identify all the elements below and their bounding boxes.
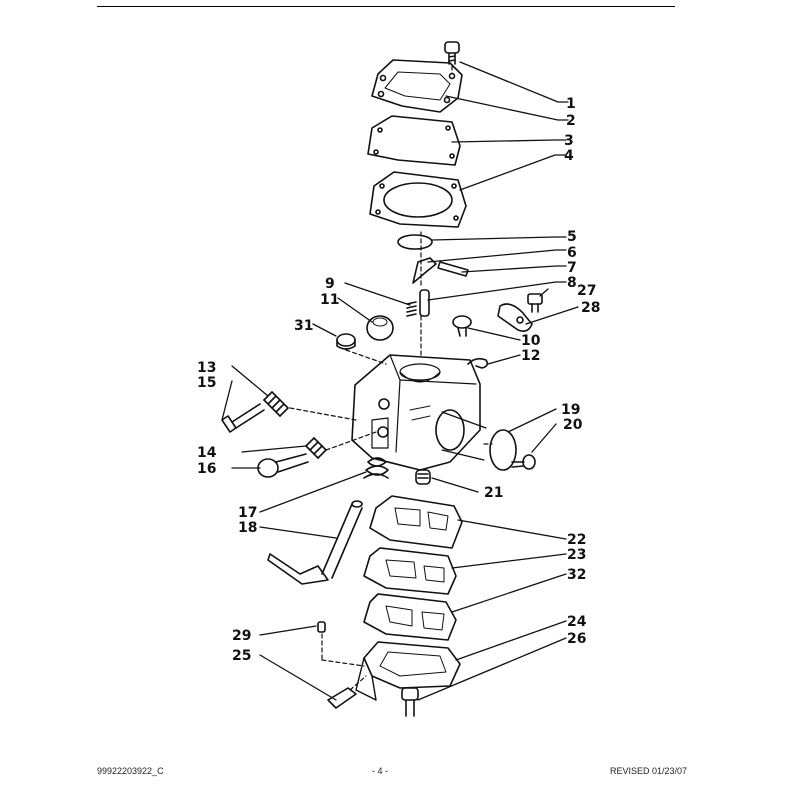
page-number: - 4 - <box>371 766 388 776</box>
part-cover-24 <box>355 641 461 701</box>
part-plate-19 <box>489 429 517 471</box>
part-diaphragm-4 <box>369 171 467 228</box>
part-plug-25 <box>327 687 357 709</box>
header-rule <box>97 6 675 7</box>
part-31: 31 <box>294 318 313 334</box>
part-11: 11 <box>320 292 339 308</box>
part-14: 14 <box>197 445 217 461</box>
part-screw-26 <box>401 687 419 717</box>
part-plug-31 <box>336 333 356 350</box>
part-plug-21 <box>415 469 431 485</box>
part-spring-9 <box>406 301 417 317</box>
part-32: 32 <box>567 567 586 583</box>
part-gasket-32 <box>363 593 457 641</box>
part-4: 4 <box>564 148 574 164</box>
part-15: 15 <box>197 375 216 391</box>
part-screw-20 <box>511 454 536 470</box>
part-5: 5 <box>567 229 577 245</box>
part-disc-5 <box>397 234 433 250</box>
part-screw-15 <box>221 403 265 433</box>
part-19: 19 <box>561 402 580 418</box>
part-25: 25 <box>232 648 251 664</box>
part-screw-16 <box>257 453 309 478</box>
part-gasket-3 <box>367 115 461 166</box>
part-9: 9 <box>325 276 335 292</box>
part-10: 10 <box>521 333 541 349</box>
part-pin-29 <box>317 621 326 633</box>
part-2: 2 <box>566 113 576 129</box>
part-16: 16 <box>197 461 216 477</box>
part-8: 8 <box>567 275 577 291</box>
part-screw-10 <box>452 315 472 337</box>
doc-number: 99922203922_C <box>97 766 164 776</box>
part-29: 29 <box>232 628 251 644</box>
part-pin-7 <box>437 261 469 277</box>
part-20: 20 <box>563 417 583 433</box>
part-18: 18 <box>238 520 257 536</box>
part-needle-8 <box>419 289 430 317</box>
part-cap-11 <box>366 315 394 341</box>
part-shaft-18 <box>267 500 363 585</box>
part-plate-28 <box>497 303 533 332</box>
part-26: 26 <box>567 631 586 647</box>
part-17: 17 <box>238 505 257 521</box>
part-spring-14 <box>305 437 327 459</box>
part-24: 24 <box>567 614 587 630</box>
part-clip-12 <box>467 357 489 369</box>
part-12: 12 <box>521 348 540 364</box>
part-gasket-22 <box>369 495 463 549</box>
part-number-labels: 1 2 3 4 5 6 7 8 9 11 27 28 31 10 12 13 1… <box>197 96 600 664</box>
part-carburetor-body <box>351 354 487 471</box>
part-21: 21 <box>484 485 503 501</box>
part-spring-17 <box>363 457 389 479</box>
part-1: 1 <box>566 96 576 112</box>
part-7: 7 <box>567 260 577 276</box>
part-13: 13 <box>197 360 216 376</box>
revision-date: REVISED 01/23/07 <box>609 766 687 776</box>
part-cover-2 <box>371 59 463 113</box>
part-27: 27 <box>577 283 596 299</box>
part-3: 3 <box>564 133 574 149</box>
part-23: 23 <box>567 547 586 563</box>
part-plate-23 <box>363 547 457 595</box>
part-28: 28 <box>581 300 600 316</box>
part-screw-1 <box>444 41 460 65</box>
part-screw-27 <box>527 293 543 313</box>
part-22: 22 <box>567 532 586 548</box>
part-6: 6 <box>567 245 577 261</box>
